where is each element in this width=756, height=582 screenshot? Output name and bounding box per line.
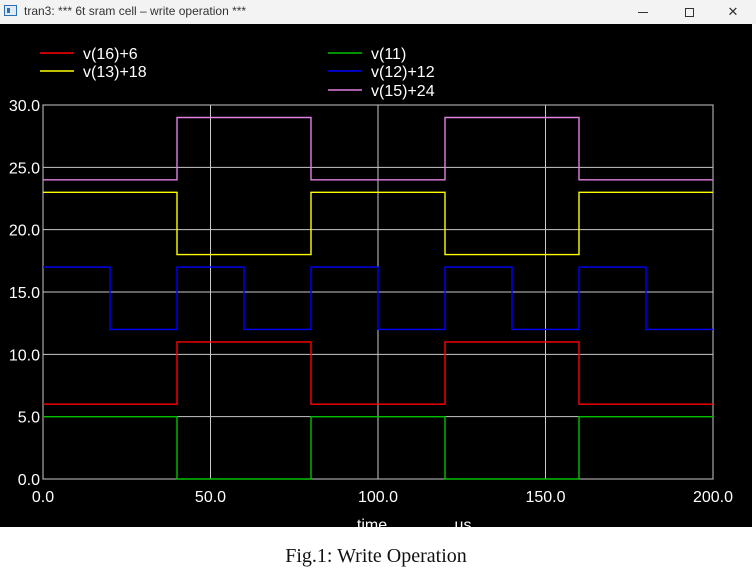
window-title: tran3: *** 6t sram cell – write operatio… — [24, 4, 247, 18]
y-tick-label: 10.0 — [9, 347, 40, 364]
series-line — [43, 416, 713, 480]
x-tick-label: 150.0 — [525, 489, 565, 506]
close-icon: ✕ — [727, 4, 739, 19]
app-icon — [4, 5, 17, 16]
legend-label: v(11) — [371, 46, 406, 63]
x-tick-label: 200.0 — [693, 489, 733, 506]
legend-label: v(16)+6 — [83, 46, 138, 63]
y-tick-label: 0.0 — [18, 472, 40, 489]
legend-label: v(13)+18 — [83, 64, 147, 81]
y-tick-label: 20.0 — [9, 223, 40, 240]
legend-label: v(12)+12 — [371, 64, 435, 81]
minimize-button[interactable] — [620, 0, 666, 24]
x-tick-label: 0.0 — [32, 489, 54, 506]
y-tick-label: 15.0 — [9, 285, 40, 302]
series-line — [43, 341, 713, 405]
series-line — [43, 116, 713, 181]
x-tick-label: 50.0 — [195, 489, 226, 506]
series-line — [43, 191, 713, 256]
series-line — [43, 266, 713, 331]
x-axis-label: time — [357, 517, 387, 527]
window-titlebar: tran3: *** 6t sram cell – write operatio… — [0, 0, 756, 24]
y-tick-label: 30.0 — [9, 98, 40, 115]
plot-window: 0.0 5.0 10.0 15.0 20.0 25.0 30.0 0.0 50.0 100.0 15… — [0, 24, 752, 527]
x-tick-label: 100.0 — [358, 489, 398, 506]
maximize-button[interactable] — [666, 0, 712, 24]
minimize-icon — [638, 11, 648, 13]
legend-label: v(15)+24 — [371, 83, 435, 100]
y-tick-label: 5.0 — [18, 410, 40, 427]
y-tick-label: 25.0 — [9, 160, 40, 177]
x-axis-unit: us — [455, 517, 472, 527]
maximize-icon — [684, 7, 694, 17]
close-button[interactable]: ✕ — [710, 0, 756, 24]
waveform-chart: 0.0 5.0 10.0 15.0 20.0 25.0 30.0 0.0 50.0 100.0 15… — [9, 46, 733, 527]
figure-caption: Fig.1: Write Operation — [285, 545, 467, 567]
